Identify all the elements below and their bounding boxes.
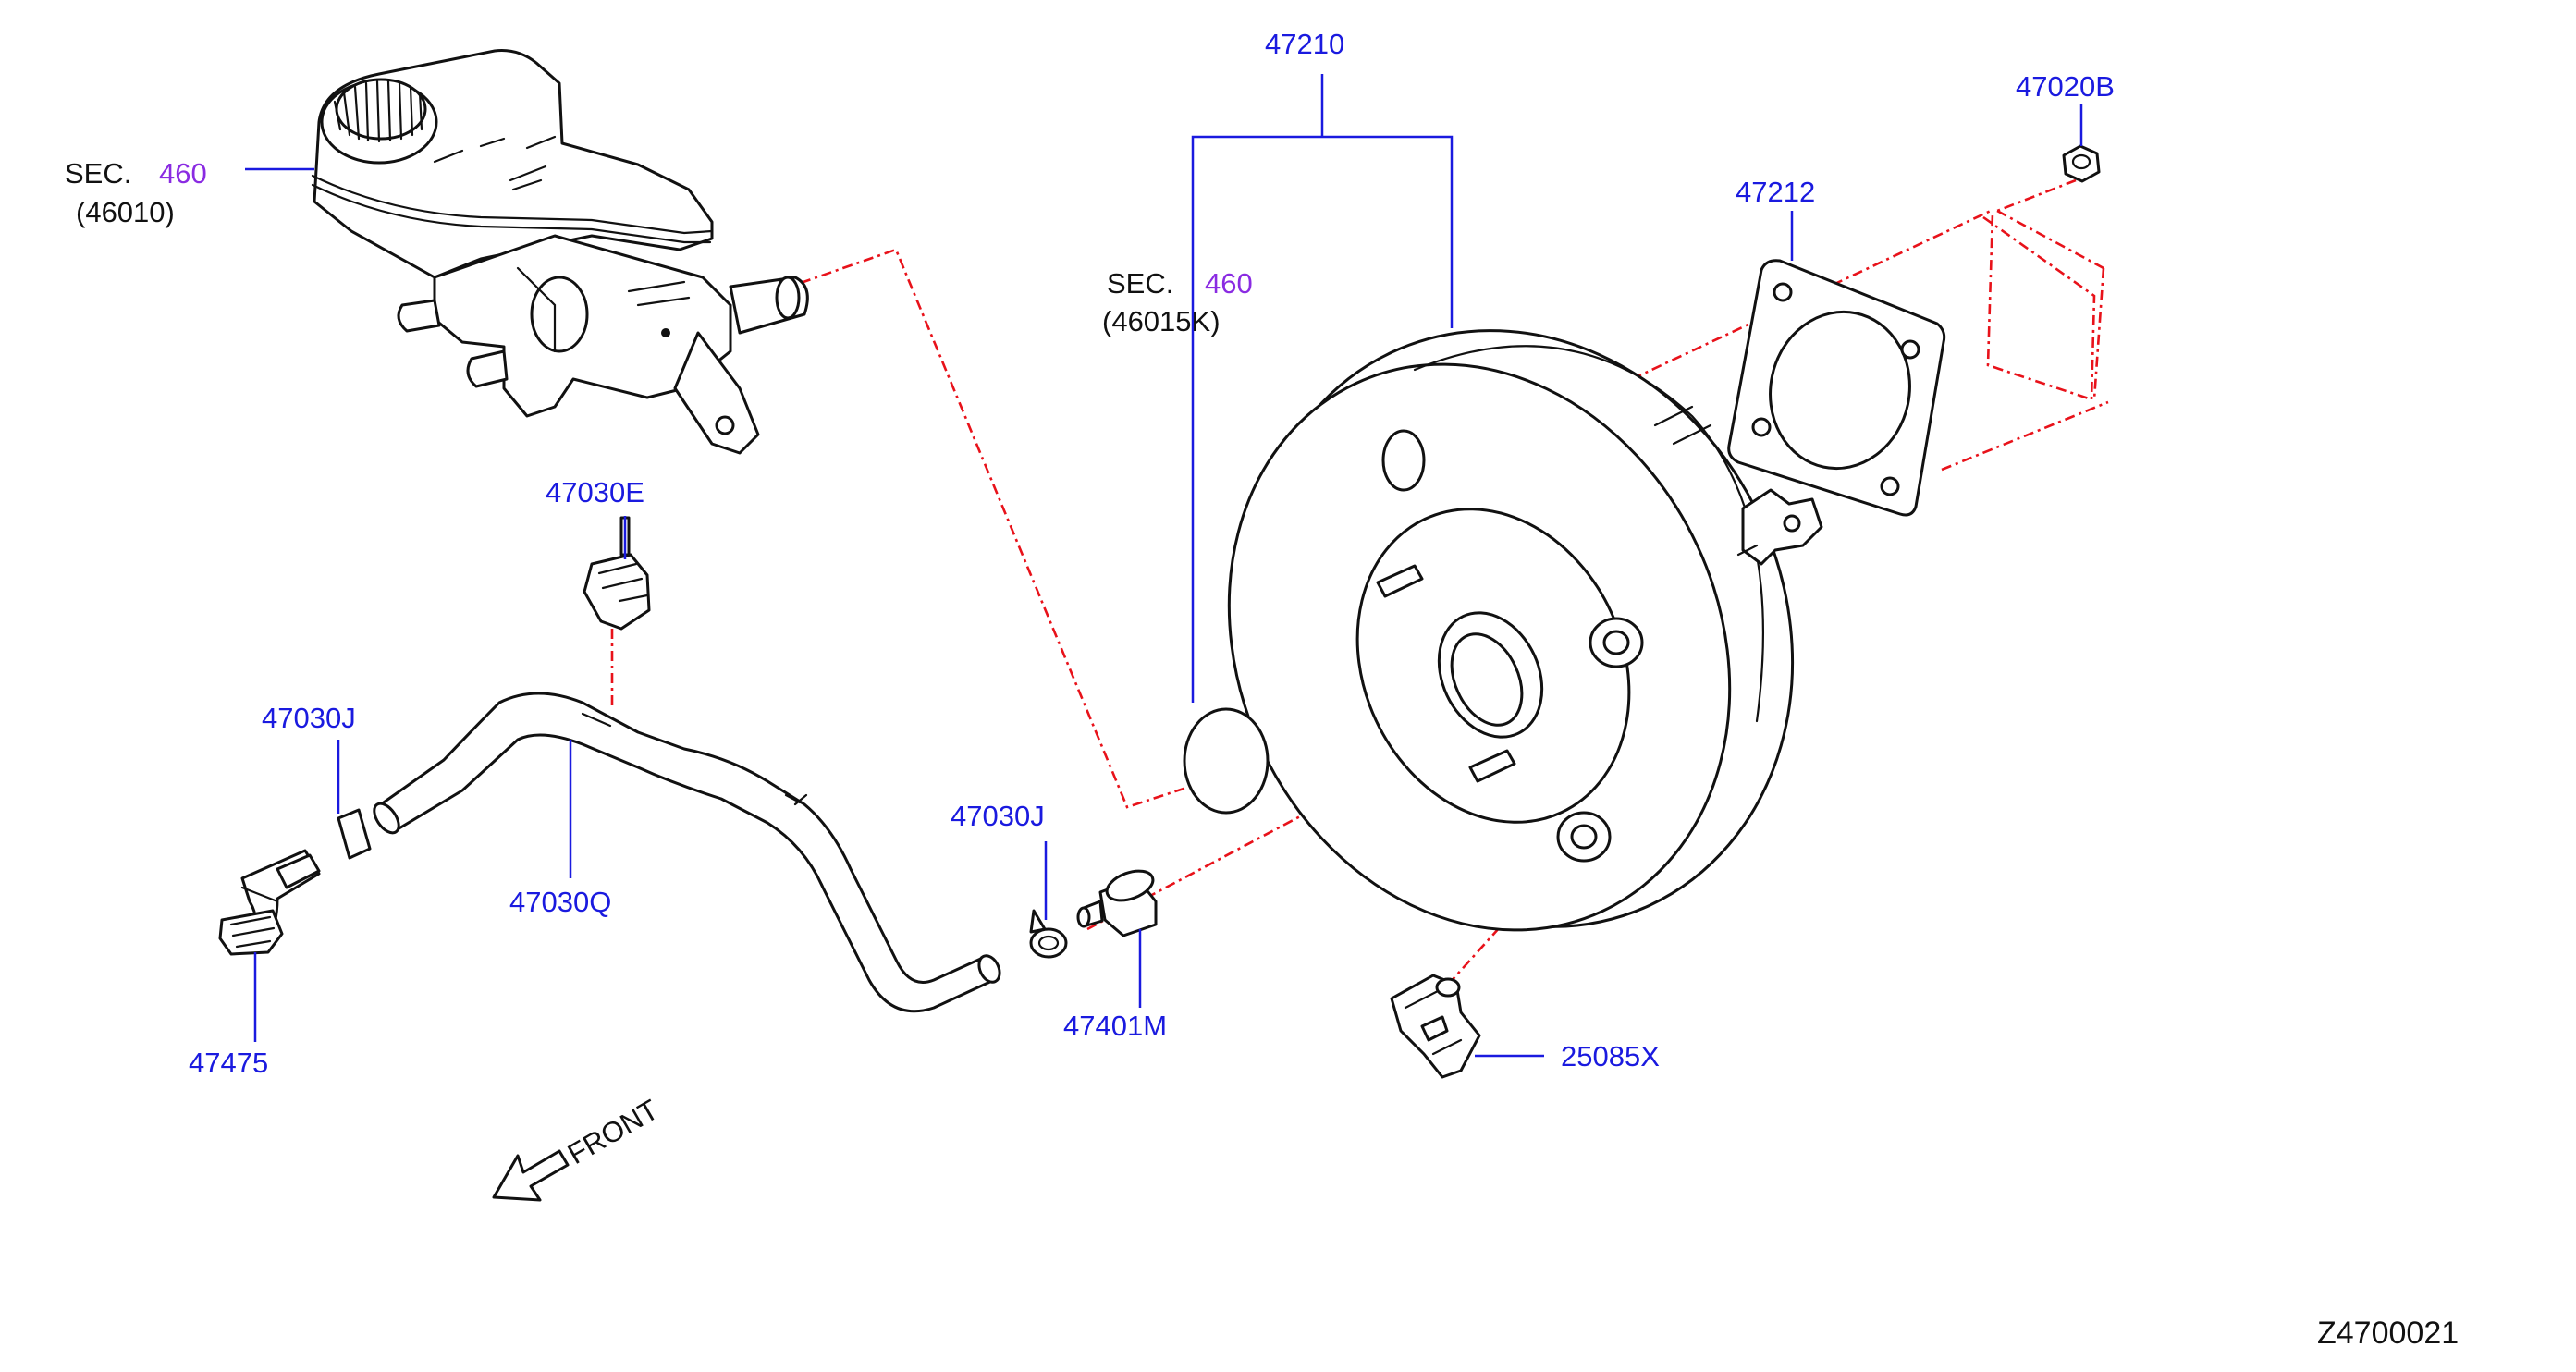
cylinder-flange (673, 331, 760, 455)
gasket-hole-3 (1880, 476, 1900, 496)
gasket-lower-line (1941, 400, 2109, 472)
gasket-hole-4 (1751, 417, 1772, 437)
side-outlet (397, 299, 441, 333)
vacuum-hose-47030Q (373, 692, 1001, 1013)
p47475-label[interactable]: 47475 (189, 1047, 268, 1079)
sec-46010-subref: (46010) (76, 196, 175, 228)
reservoir-text-marks (433, 135, 557, 191)
hose-clamp-right (1029, 909, 1068, 959)
p47030E-label[interactable]: 47030E (546, 476, 644, 508)
booster-clevis (1741, 488, 1823, 566)
elbow-connector-nozzle (276, 853, 321, 889)
mounting-nut-hole (2071, 153, 2091, 170)
mounting-nut (2062, 144, 2101, 183)
pressure-sensor-25085X (1390, 974, 1481, 1079)
reservoir-seam-2 (311, 183, 712, 244)
gasket-opening (1769, 310, 1911, 471)
mounting-box-right (2092, 267, 2105, 400)
cylinder-port (530, 276, 589, 353)
master-cylinder-assembly-line (800, 248, 1221, 809)
front-direction-indicator: FRONT (492, 1093, 664, 1202)
booster-upper-hole (1381, 429, 1426, 492)
cylinder-dot (661, 328, 670, 337)
booster-stud-upper (1376, 564, 1424, 598)
p47401M-label[interactable]: 47401M (1063, 1010, 1167, 1042)
p47212-label[interactable]: 47212 (1736, 176, 1815, 208)
booster-seal-ring (1183, 707, 1270, 815)
elbow-connector-ridges (229, 886, 279, 949)
side-outlet-2 (466, 349, 509, 388)
flange-hole (715, 415, 735, 435)
mounting-box-top (1996, 209, 2104, 270)
piston-end (775, 276, 801, 320)
p25085X-label[interactable]: 25085X (1561, 1040, 1660, 1072)
sec-46015k-number[interactable]: 460 (1205, 267, 1253, 300)
gasket-hole-2 (1900, 339, 1920, 360)
booster-stud-lower (1468, 749, 1516, 783)
grommet-upper-inner (1602, 630, 1630, 655)
vacuum-hose-body (379, 692, 996, 1013)
sec-46015k-subref: (46015K) (1102, 305, 1221, 337)
p47030J-right-label[interactable]: 47030J (951, 800, 1045, 832)
diagram-id: Z4700021 (2317, 1316, 2459, 1351)
cylinder-bands (516, 266, 691, 353)
elbow-connector-47475 (218, 849, 321, 956)
p47020B-label[interactable]: 47020B (2016, 70, 2115, 103)
hose-clamp-left (337, 808, 372, 860)
sec-46015k-label: SEC. (1107, 267, 1173, 300)
vacuum-hose-end-left (373, 802, 400, 835)
cap-knurling (333, 80, 423, 143)
clevis-pin (1783, 514, 1801, 533)
front-arrow-icon (492, 1149, 570, 1202)
front-label: FRONT (562, 1093, 664, 1170)
grommet-lower-inner (1570, 824, 1598, 850)
check-valve-47401M (1076, 869, 1158, 937)
brake-booster (1227, 329, 1823, 932)
reservoir-seam (311, 174, 714, 235)
sec-46010-label: SEC. (65, 157, 131, 190)
p47030J-left-label[interactable]: 47030J (262, 702, 356, 734)
booster-hub-inner (1450, 632, 1524, 727)
gasket-hole-1 (1773, 282, 1793, 302)
sec-46010-number[interactable]: 460 (159, 157, 207, 190)
p47030Q-label[interactable]: 47030Q (509, 886, 611, 918)
mounting-box-outline (1982, 212, 2096, 401)
nut-to-box-line (1996, 178, 2077, 213)
master-cylinder-assembly (311, 49, 809, 455)
booster-shell-ribs (1653, 405, 1759, 557)
vacuum-hose-end-right (977, 954, 1001, 984)
vacuum-hose-marking (581, 712, 808, 806)
p47210-label[interactable]: 47210 (1265, 28, 1344, 60)
booster-rim-line (1413, 345, 1764, 723)
hose-clip-47030E (583, 516, 651, 631)
